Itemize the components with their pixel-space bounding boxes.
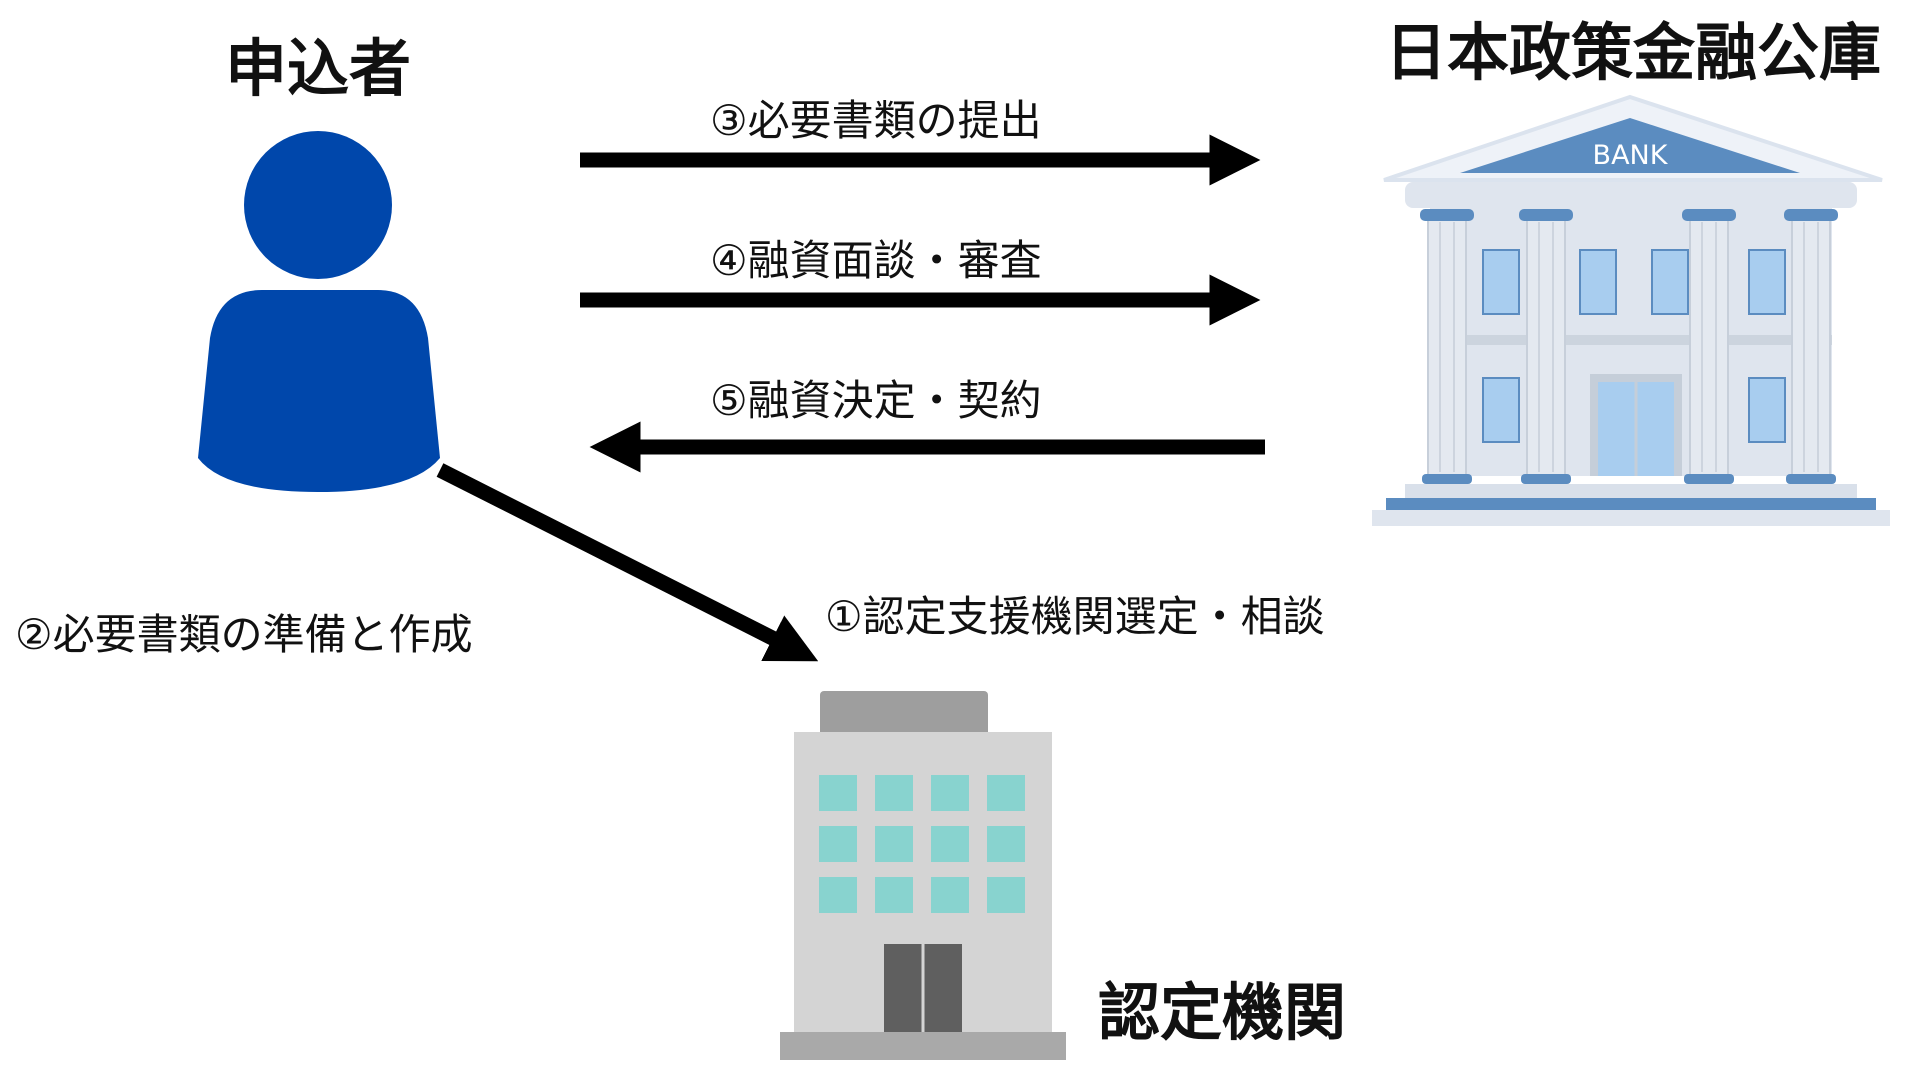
step-2-label: ②必要書類の準備と作成 [15, 610, 473, 659]
step-5-label: ⑤融資決定・契約 [710, 376, 1042, 425]
step-4-label: ④融資面談・審査 [710, 236, 1042, 285]
step-1-label: ①認定支援機関選定・相談 [825, 592, 1325, 641]
bank-building-icon: BANK [1372, 94, 1890, 526]
step-3-label: ③必要書類の提出 [710, 96, 1042, 145]
arrow-step-1 [436, 463, 819, 662]
office-building-icon [780, 691, 1066, 1060]
bank-sign: BANK [1593, 140, 1669, 171]
institution-title: 認定機関 [1098, 976, 1347, 1049]
applicant-title: 申込者 [225, 32, 412, 105]
person-icon [198, 131, 440, 492]
bank-title: 日本政策金融公庫 [1385, 16, 1882, 89]
